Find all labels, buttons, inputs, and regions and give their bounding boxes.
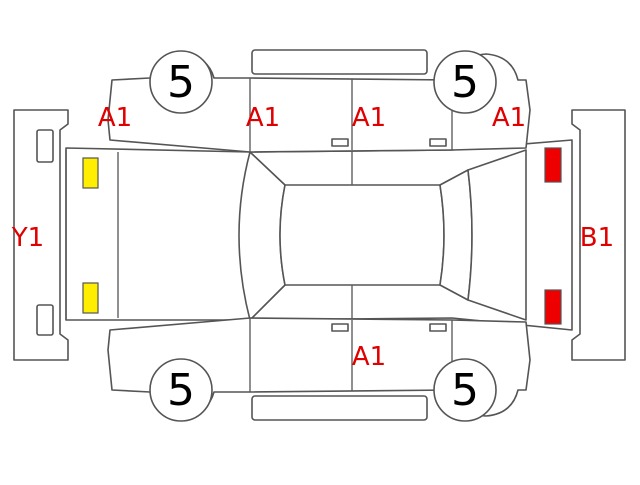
damage-code-left-front-fender: A1	[98, 103, 132, 133]
front-left-headlight	[82, 157, 99, 189]
left-front-door-handle	[331, 138, 349, 147]
rear-left-taillight	[544, 147, 562, 183]
trunk-lid	[467, 149, 527, 321]
tire-mark-rear-right: 5	[451, 365, 479, 416]
front-right-fog-light	[36, 304, 54, 336]
front-left-fog-light	[36, 129, 54, 163]
roof	[279, 184, 445, 286]
right-rear-door-handle	[429, 323, 447, 332]
front-left-wheel	[149, 50, 213, 114]
tire-mark-front-right: 5	[167, 365, 195, 416]
damage-code-right-rear-door: A1	[352, 342, 386, 372]
rear-window	[439, 169, 473, 301]
right-side-skirt	[251, 395, 428, 421]
left-rear-door-handle	[429, 138, 447, 147]
front-right-headlight	[82, 282, 99, 314]
tire-mark-rear-left: 5	[451, 57, 479, 108]
damage-code-left-rear-quarter: A1	[492, 103, 526, 133]
damage-code-left-front-door: A1	[246, 103, 280, 133]
rear-right-wheel	[433, 358, 497, 422]
rear-left-wheel	[433, 50, 497, 114]
damage-code-front-bumper: Y1	[11, 223, 44, 253]
damage-code-left-rear-door: A1	[352, 103, 386, 133]
tire-mark-front-left: 5	[167, 57, 195, 108]
front-right-wheel	[149, 358, 213, 422]
rear-bumper	[571, 109, 626, 361]
right-front-door-handle	[331, 323, 349, 332]
rear-right-taillight	[544, 289, 562, 325]
damage-code-rear-bumper: B1	[580, 223, 614, 253]
left-side-skirt	[251, 49, 428, 75]
front-bumper	[13, 109, 69, 361]
